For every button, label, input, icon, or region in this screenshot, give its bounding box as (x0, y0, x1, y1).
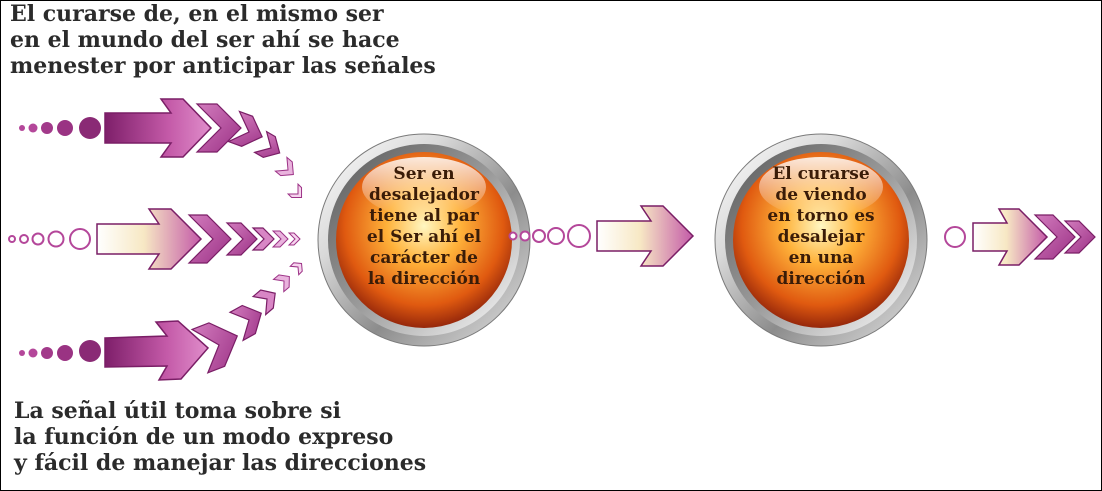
orb-1-line: desalejador (369, 185, 479, 205)
orb-2-line: en torno es (767, 206, 875, 226)
orb-1-line: la dirección (367, 269, 481, 289)
arrow-right (944, 208, 1096, 266)
arrow-bottom (19, 262, 303, 381)
arrow-top (19, 98, 303, 199)
orb-2-label: El curarse de viendo en torno es desalej… (733, 164, 909, 290)
orb-2-line: desalejar (777, 227, 865, 247)
caption-top-line: en el mundo del ser ahí se hace (10, 27, 400, 53)
orb-2-line: de viendo (775, 185, 867, 205)
orb-1-line: el Ser ahí el (366, 227, 482, 247)
arrow-middle (8, 208, 301, 270)
orb-1-line: Ser en (393, 164, 455, 184)
caption-bottom-line: La señal útil toma sobre si (14, 398, 342, 424)
orb-1 (317, 133, 531, 347)
caption-top: El curarse de, en el mismo ser en el mun… (10, 1, 436, 79)
orb-2-line: en una (788, 248, 854, 268)
caption-top-line: El curarse de, en el mismo ser (10, 1, 384, 27)
orb-2-line: El curarse (772, 164, 870, 184)
orb-2-line: dirección (776, 269, 866, 289)
arrow-connector (508, 205, 695, 267)
orb-1-label: Ser en desalejador tiene al par el Ser a… (336, 164, 512, 290)
orb-2 (714, 133, 928, 347)
caption-bottom: La señal útil toma sobre si la función d… (14, 398, 426, 476)
caption-bottom-line: la función de un modo expreso (14, 424, 394, 450)
orb-1-line: carácter de (370, 248, 478, 268)
orb-1-line: tiene al par (369, 206, 479, 226)
caption-top-line: menester por anticipar las señales (10, 53, 436, 79)
caption-bottom-line: y fácil de manejar las direcciones (14, 450, 427, 476)
